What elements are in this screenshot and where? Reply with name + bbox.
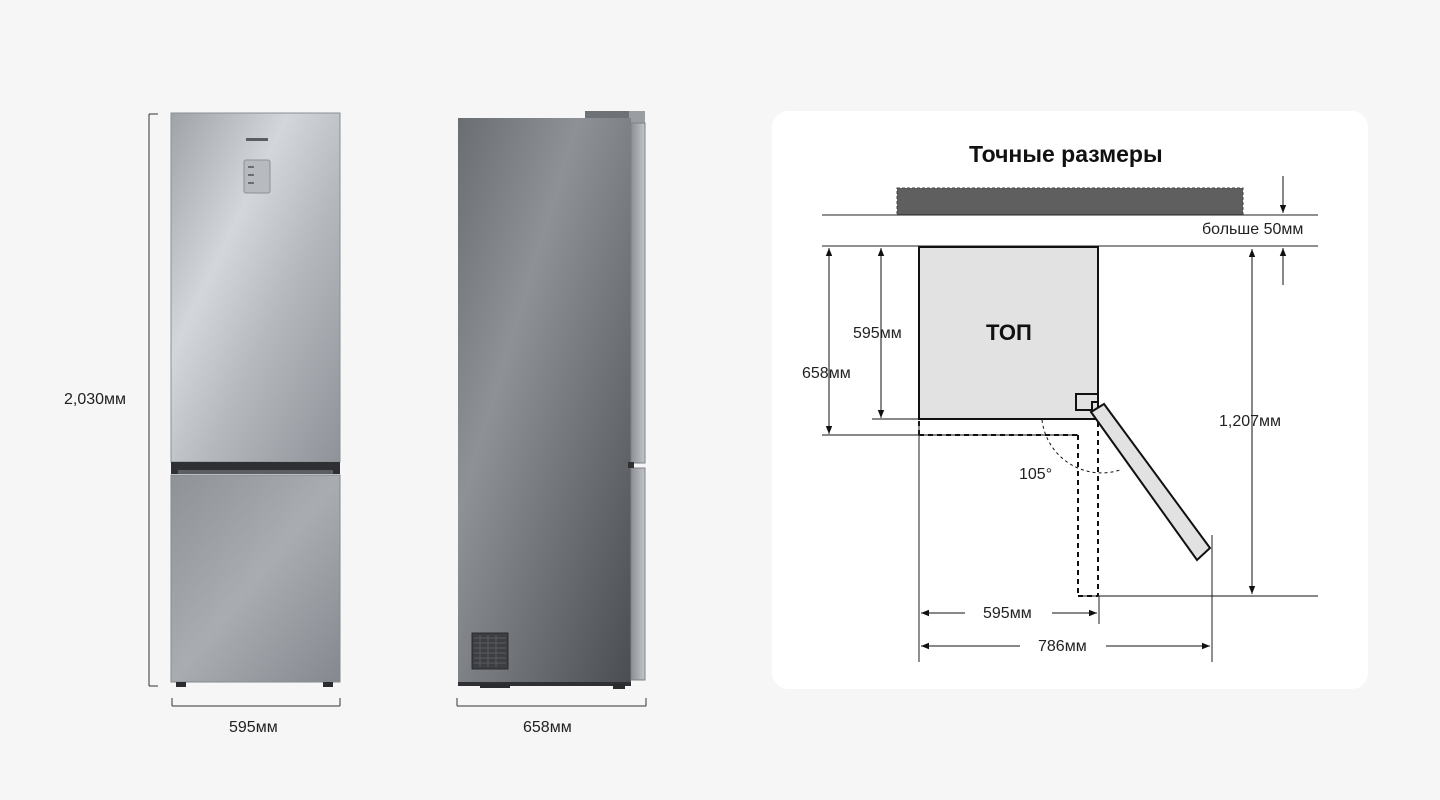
opened-door (1089, 402, 1212, 562)
front-width-label: 595мм (229, 719, 278, 736)
front-height-label: 2,030мм (64, 391, 127, 408)
clearance-label: больше 50мм (1202, 221, 1304, 238)
side-view-fridge (458, 111, 646, 689)
fridge-top-outline (918, 246, 1099, 420)
front-foot-left (176, 682, 186, 687)
lower-door (170, 474, 341, 683)
display-panel (243, 159, 271, 194)
open-depth-label: 1,207мм (1219, 413, 1282, 430)
diagram-title: Точные размеры (969, 141, 1163, 167)
side-depth-label: 658мм (523, 719, 572, 736)
side-lower-door-edge (630, 467, 646, 681)
front-width-dimension (171, 698, 341, 707)
top-label: ТОП (986, 320, 1032, 345)
front-foot-right (323, 682, 333, 687)
depth-body-label: 595мм (853, 325, 902, 342)
front-height-dimension (148, 113, 158, 687)
depth-total-label: 658мм (802, 365, 851, 382)
side-upper-door-edge (630, 122, 646, 464)
wall-block (896, 187, 1244, 216)
width-label: 595мм (983, 605, 1032, 622)
brand-logo (246, 138, 268, 141)
door-hinge (1075, 393, 1099, 411)
open-depth-dimension (1078, 249, 1318, 597)
door-angle-arc (1041, 419, 1121, 474)
depth-body-dimension (872, 248, 919, 420)
angle-label: 105° (1019, 466, 1053, 483)
closed-door-outline (918, 421, 1099, 597)
open-width-label: 786мм (1038, 638, 1087, 655)
side-depth-dimension (456, 698, 647, 707)
